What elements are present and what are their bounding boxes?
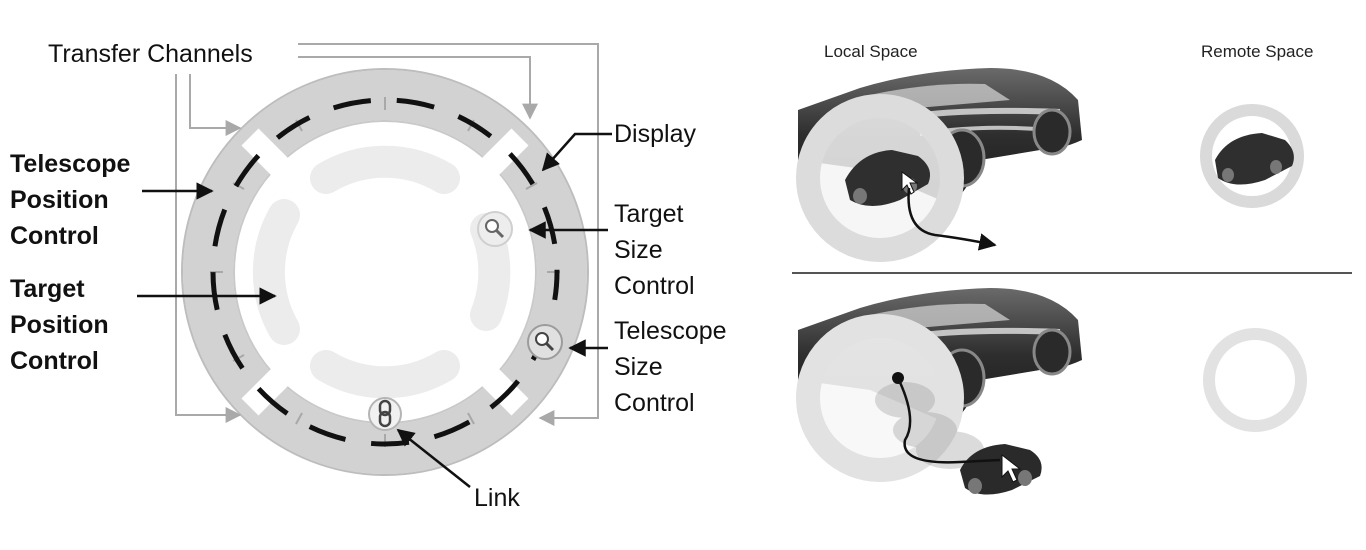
annotation-arrows: [137, 132, 612, 488]
drag-path: [896, 377, 1001, 464]
magnifier-icon: [485, 219, 505, 239]
label-line: Control: [614, 272, 695, 300]
label-telescope-size-control: Telescope Size Control: [614, 313, 727, 421]
car-image: [1215, 133, 1294, 185]
label-line: Size: [614, 353, 663, 381]
label-line: Target: [10, 275, 85, 303]
display-dashed-circle: [210, 97, 560, 447]
outer-ring: [183, 70, 587, 474]
telescope-widget: [181, 68, 589, 476]
label-remote-space: Remote Space: [1201, 42, 1314, 61]
car-image: [960, 444, 1042, 495]
local-space-bottom: [796, 288, 1082, 495]
label-line: Telescope: [10, 150, 131, 178]
remote-telescope-widget: [1203, 328, 1307, 432]
target-size-control[interactable]: [477, 211, 513, 247]
label-local-space: Local Space: [824, 42, 918, 61]
space-panels: [792, 68, 1352, 495]
label-telescope-position-control: Telescope Position Control: [10, 146, 130, 254]
label-transfer-channels: Transfer Channels: [48, 40, 253, 68]
label-line: Size: [614, 236, 663, 264]
cursor-icon: [1001, 453, 1022, 483]
telescope-size-control[interactable]: [527, 324, 563, 360]
link-icon: [378, 399, 392, 428]
label-line: Telescope: [614, 317, 727, 345]
outer-ring-edge: [181, 68, 589, 476]
label-line: Control: [10, 347, 99, 375]
remote-space-bottom: [1203, 328, 1307, 432]
label-line: Target: [614, 200, 684, 228]
local-space-top: [796, 68, 1082, 262]
label-link: Link: [474, 484, 520, 512]
label-line: Position: [10, 311, 109, 339]
label-line: Position: [10, 186, 109, 214]
magnifier-icon: [535, 332, 555, 352]
link-control[interactable]: [368, 397, 402, 431]
cursor-icon: [901, 171, 919, 195]
local-telescope-widget: [796, 314, 964, 482]
label-line: Control: [614, 389, 695, 417]
label-target-size-control: Target Size Control: [614, 196, 695, 304]
label-line: Control: [10, 222, 99, 250]
label-display: Display: [614, 120, 696, 148]
label-target-position-control: Target Position Control: [10, 271, 109, 379]
drag-path-arrow: [907, 187, 997, 251]
remote-space-top: [1200, 104, 1304, 208]
